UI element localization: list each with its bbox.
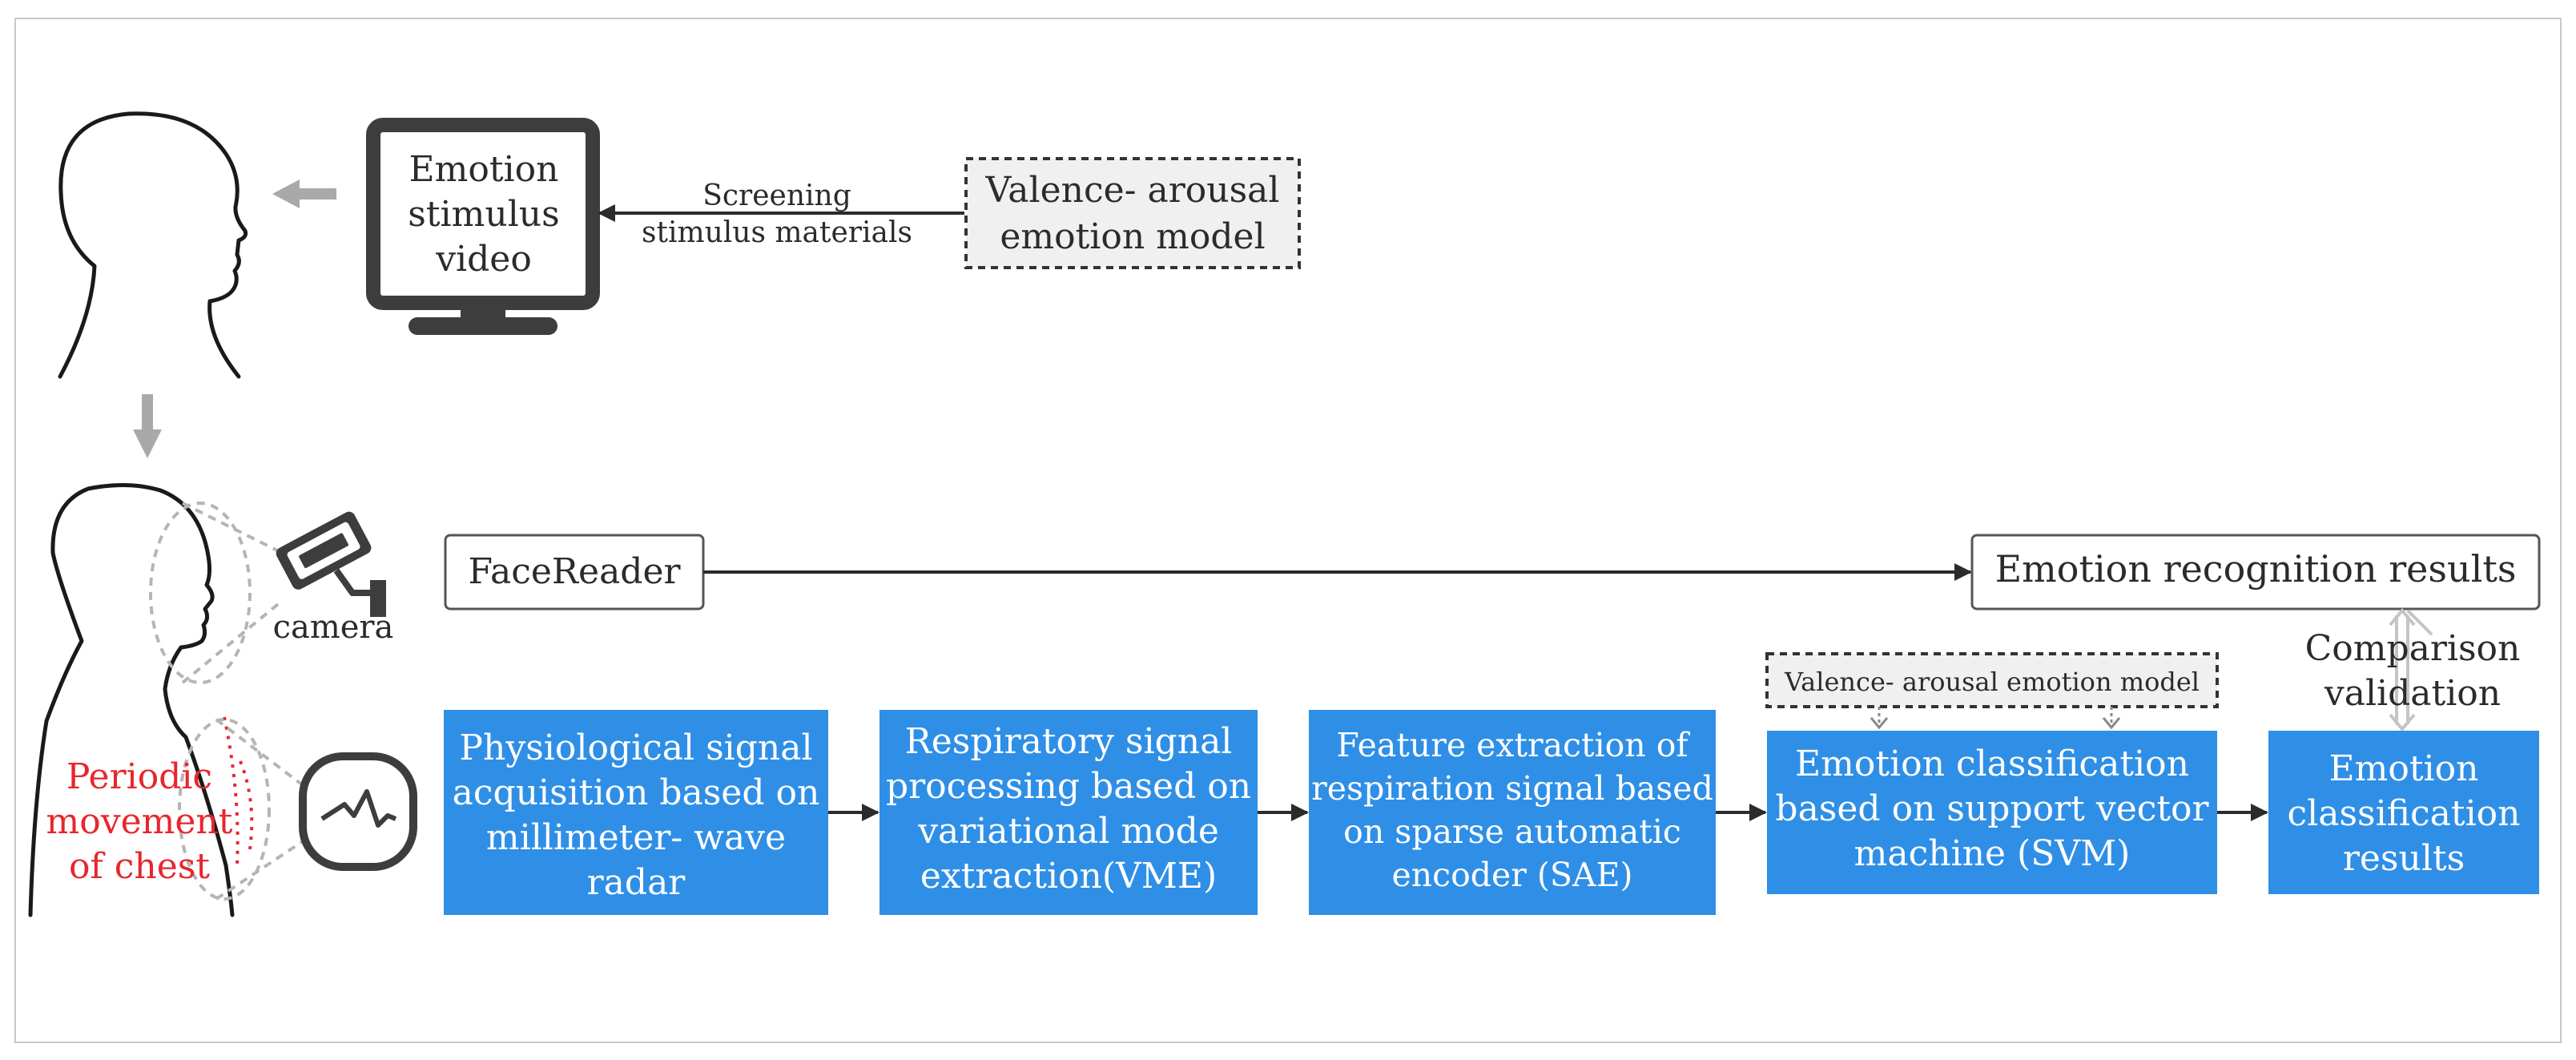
valence-model-box xyxy=(964,157,1301,269)
down-arrow-icon xyxy=(133,394,162,458)
pipeline-step-line: results xyxy=(2343,838,2465,879)
valence-model-line: emotion model xyxy=(1000,216,1265,257)
camera-icon xyxy=(276,511,386,617)
camera-label: camera xyxy=(273,609,394,646)
chest-label: Periodic movement of chest xyxy=(46,756,233,887)
screening-label: Screening stimulus materials xyxy=(642,179,912,249)
pipeline-step: Emotion classification based on support … xyxy=(1767,731,2217,894)
monitor-label-line: stimulus xyxy=(408,194,559,235)
monitor-label-line: video xyxy=(435,239,532,280)
pipeline-step: Emotion classification results xyxy=(2268,731,2539,894)
stimulus-arrow-icon xyxy=(272,179,336,208)
valence-model-line: Valence- arousal xyxy=(985,170,1280,211)
comparison-label-line: validation xyxy=(2324,673,2501,714)
pipeline-step: Physiological signal acquisition based o… xyxy=(444,710,828,915)
chest-label-line: movement xyxy=(46,801,233,842)
pipeline-step-line: on sparse automatic xyxy=(1343,812,1681,851)
comparison-label: Comparison validation xyxy=(2305,628,2521,714)
monitor-label: Emotion stimulus video xyxy=(408,149,559,280)
screening-label-line: stimulus materials xyxy=(642,216,912,249)
pipeline-step-line: machine (SVM) xyxy=(1854,833,2131,874)
comparison-arrow-icon xyxy=(2389,607,2433,732)
pipeline-step-line: processing based on xyxy=(886,766,1251,807)
radar-icon xyxy=(299,752,417,871)
camera-field-icon xyxy=(149,502,284,684)
pipeline-step-line: classification xyxy=(2288,793,2521,834)
screening-label-line: Screening xyxy=(702,179,851,212)
chest-motion-icon xyxy=(223,716,254,866)
monitor-label-line: Emotion xyxy=(409,149,559,190)
pipeline-step-line: millimeter- wave xyxy=(486,817,786,858)
pipeline-step: Feature extraction of respiration signal… xyxy=(1309,710,1716,915)
monitor-icon xyxy=(366,118,600,335)
body-profile-icon xyxy=(28,483,235,917)
pipeline-step-line: encoder (SAE) xyxy=(1391,856,1632,894)
svm-model-arrows xyxy=(1870,707,2121,730)
svm-valence-model-label: Valence- arousal emotion model xyxy=(1784,667,2200,697)
pipeline-step-line: Respiratory signal xyxy=(905,721,1233,762)
pipeline-step-line: respiration signal based xyxy=(1311,769,1713,808)
svm-valence-model-box xyxy=(1765,652,2219,708)
radar-field-icon xyxy=(178,718,304,901)
pipeline-step-line: based on support vector xyxy=(1775,788,2209,829)
pipeline-step-line: Emotion classification xyxy=(1795,744,2189,784)
pipeline-step-line: radar xyxy=(587,862,686,903)
pipeline-step-line: Emotion xyxy=(2329,748,2479,789)
pipeline-step-line: variational mode xyxy=(917,811,1219,852)
recognition-results-box xyxy=(1970,534,2541,611)
chest-label-line: Periodic xyxy=(66,756,212,797)
chest-label-line: of chest xyxy=(69,846,210,887)
pipeline-step-line: Physiological signal xyxy=(459,727,812,768)
recognition-results-label: Emotion recognition results xyxy=(1995,547,2517,590)
pipeline-step: Respiratory signal processing based on v… xyxy=(879,710,1258,915)
pipeline-step-line: extraction(VME) xyxy=(920,856,1217,897)
head-profile-icon xyxy=(58,111,248,379)
pipeline-step-line: acquisition based on xyxy=(453,772,820,813)
facereader-label: FaceReader xyxy=(468,551,681,592)
comparison-label-line: Comparison xyxy=(2305,628,2521,669)
pipeline-step-line: Feature extraction of xyxy=(1336,726,1690,764)
